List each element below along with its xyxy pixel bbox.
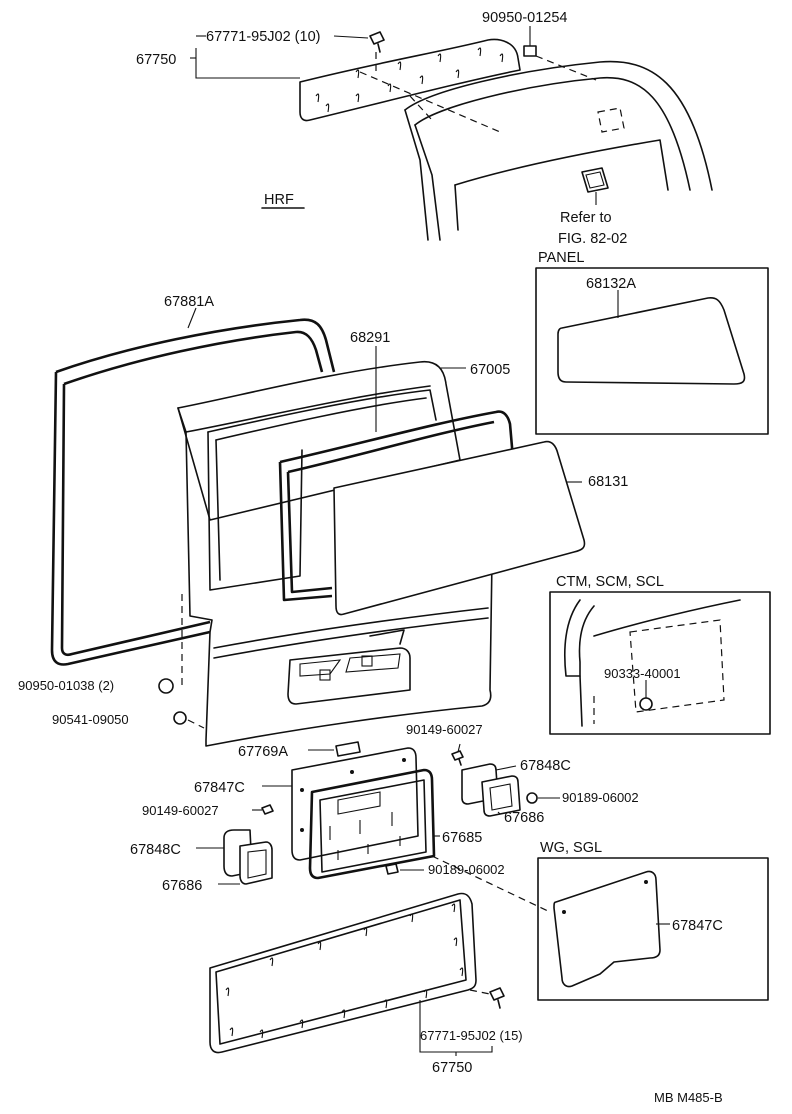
back-door-assembly (50, 307, 586, 747)
header-trim-67750 (299, 38, 521, 122)
label-67771-95j02-15: 67771-95J02 (15) (420, 1028, 523, 1043)
plug-90541-09050 (173, 711, 187, 725)
lower-trim-67750 (209, 892, 477, 1054)
label-67769a: 67769A (238, 744, 288, 760)
label-67750-bottom: 67750 (432, 1060, 472, 1076)
label-68131: 68131 (588, 474, 628, 490)
nut-90950-01254 (523, 45, 537, 57)
license-assembly (196, 741, 560, 913)
label-67686-b: 67686 (162, 878, 202, 894)
label-67686-a: 67686 (504, 810, 544, 826)
roof-clip-bracket (581, 167, 609, 193)
panel-inset (535, 267, 769, 435)
label-67685: 67685 (442, 830, 482, 846)
roof-header-assembly (190, 26, 713, 241)
label-67847c-a: 67847C (194, 780, 245, 796)
clip-90950-01038 (158, 678, 174, 694)
plug-90333-40001 (639, 697, 653, 711)
label-90149-60027-a: 90149-60027 (406, 722, 483, 737)
label-67847c-b: 67847C (672, 918, 723, 934)
panel-glass-68132a (557, 297, 746, 385)
label-hrf: HRF (264, 192, 294, 208)
label-wg-sgl: WG, SGL (540, 840, 602, 856)
label-90950-01038-2: 90950-01038 (2) (18, 678, 114, 693)
label-67771-95j02-10: 67771-95J02 (10) (206, 29, 320, 45)
label-68132a: 68132A (586, 276, 636, 292)
lower-trim-assembly (209, 892, 505, 1056)
label-67005: 67005 (470, 362, 510, 378)
plate-base-67847c (291, 747, 419, 861)
label-90541-09050: 90541-09050 (52, 712, 129, 727)
label-fig-ref: FIG. 82-02 (558, 231, 627, 247)
label-68291: 68291 (350, 330, 390, 346)
label-90189-06002-b: 90189-06002 (428, 862, 505, 877)
drawing-code: MB M485-B (654, 1090, 723, 1105)
label-67881a: 67881A (164, 294, 214, 310)
label-90950-01254: 90950-01254 (482, 10, 567, 26)
label-90333-40001: 90333-40001 (604, 666, 681, 681)
label-ctm-scm-scl: CTM, SCM, SCL (556, 574, 664, 590)
label-90189-06002-a: 90189-06002 (562, 790, 639, 805)
label-67750-top: 67750 (136, 52, 176, 68)
label-90149-60027-b: 90149-60027 (142, 803, 219, 818)
plate-67847c-wg (553, 870, 661, 988)
label-67848c-b: 67848C (130, 842, 181, 858)
ctm-scm-scl-inset (549, 591, 771, 735)
clip-67771-top (369, 31, 385, 53)
label-panel: PANEL (538, 250, 584, 266)
wg-sgl-inset (537, 857, 769, 1001)
label-67848c-a: 67848C (520, 758, 571, 774)
label-refer-to: Refer to (560, 210, 612, 226)
back-glass-68131 (333, 440, 586, 616)
